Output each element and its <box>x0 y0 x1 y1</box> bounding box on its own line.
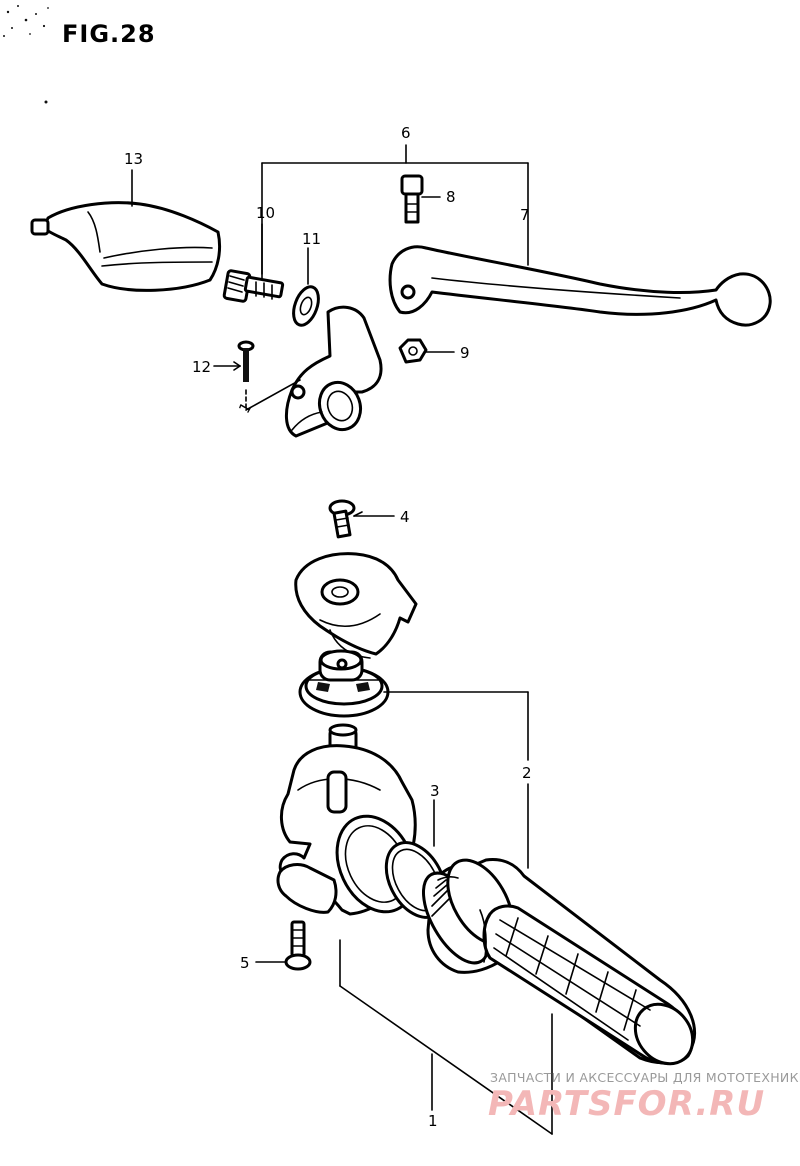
leader-group-2 <box>383 691 529 869</box>
callout-8: 8 <box>446 188 456 206</box>
callout-3: 3 <box>430 782 440 800</box>
callout-7: 7 <box>520 206 530 224</box>
pivot-bolt-part <box>400 174 424 224</box>
callout-4: 4 <box>400 508 410 526</box>
callout-1-bottom: 1 <box>428 1112 438 1130</box>
switch-housing-upper-part <box>294 552 418 659</box>
clutch-lever-part <box>388 245 772 327</box>
leader-group-1-bottom <box>339 939 553 1135</box>
callout-6: 6 <box>401 124 411 142</box>
lever-cover-part <box>30 201 222 292</box>
adjuster-part <box>222 269 285 303</box>
callout-12: 12 <box>192 358 211 376</box>
scan-speckle <box>3 5 49 104</box>
callout-5: 5 <box>240 954 250 972</box>
switch-screw-bottom-part <box>284 920 312 971</box>
pivot-screw-part <box>237 340 255 382</box>
watermark-brand: PARTSFOR.RU <box>488 1084 766 1124</box>
callout-labels: 13 6 8 7 10 11 12 9 1 4 2 3 5 1 <box>124 124 532 1130</box>
callout-13: 13 <box>124 150 143 168</box>
callout-9: 9 <box>460 344 470 362</box>
switch-screw-top-part <box>328 499 356 539</box>
locknut-part <box>292 285 320 327</box>
callout-1-top: 1 <box>235 399 255 416</box>
watermark-caption: ЗАПЧАСТИ И АКСЕССУАРЫ ДЛЯ МОТОТЕХНИКИ <box>490 1070 800 1085</box>
figure-title: FIG.28 <box>62 20 156 48</box>
callout-2: 2 <box>522 764 532 782</box>
lever-nut-part <box>398 338 428 364</box>
switch-knob-part <box>298 649 390 718</box>
callout-10: 10 <box>256 204 275 222</box>
lever-holder-part <box>285 305 383 438</box>
throttle-grip-part <box>421 858 696 1066</box>
callout-11: 11 <box>302 230 321 248</box>
